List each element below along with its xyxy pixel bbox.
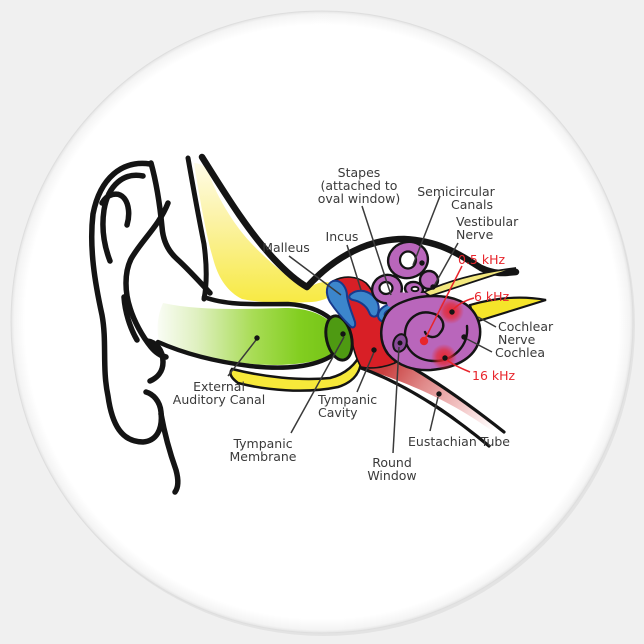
pinna-antitragus-fold	[121, 294, 140, 343]
pinna-helix-inner	[100, 172, 146, 264]
pinna-outline	[89, 160, 213, 495]
tympanic-membrane-shape	[324, 314, 354, 362]
dot-6khz	[449, 309, 455, 315]
dot-round-window	[397, 340, 403, 346]
leader-round-window	[392, 346, 400, 454]
label-eustachian-tube: Eustachian Tube	[408, 434, 510, 449]
leader-lines	[227, 195, 497, 454]
label-malleus: Malleus	[262, 240, 310, 255]
leader-incus	[346, 244, 362, 291]
label-stapes-line2: (attached to	[321, 178, 398, 193]
dot-external-auditory-canal	[254, 335, 260, 341]
skull-bone-shape	[194, 163, 338, 303]
pinna-attachment-edge	[148, 160, 213, 296]
canal-lateral-loop-hole	[410, 285, 420, 293]
pinna-crus-fold	[99, 191, 132, 228]
label-6khz: 6 kHz	[474, 289, 510, 304]
vestibular-nerve-shape	[422, 267, 517, 297]
dot-cochlea	[461, 334, 467, 340]
pinna-lobe-jaw-line	[158, 411, 181, 495]
external-auditory-canal-shape	[157, 303, 335, 365]
pinna-tragus	[144, 338, 166, 384]
leader-vestibular-nerve	[433, 242, 459, 287]
cochlear-nerve-shape	[468, 296, 547, 324]
bone-strip-below-canal	[229, 348, 363, 392]
label-semicircular-canals-line2: Canals	[451, 197, 493, 212]
frequency-spot-0-5khz	[419, 336, 429, 346]
canal-upper-wall	[201, 294, 334, 322]
label-tympanic-membrane-line2: Membrane	[230, 449, 297, 464]
label-cochlear-nerve-line1: Cochlear	[498, 319, 554, 334]
cochlea-shape	[380, 294, 482, 372]
leader-malleus	[288, 255, 342, 296]
leader-eustachian-tube	[429, 396, 439, 432]
label-cochlea: Cochlea	[495, 345, 545, 360]
leader-external-auditory-canal	[227, 339, 257, 377]
label-16khz: 16 kHz	[472, 368, 516, 383]
skull-outline-curve	[198, 153, 520, 291]
label-incus: Incus	[326, 229, 359, 244]
leader-0-5khz	[424, 265, 463, 340]
malleus-shape	[325, 279, 357, 329]
pinna-antihelix-fold	[123, 200, 171, 360]
label-round-window-line1: Round	[372, 455, 412, 470]
leader-target-dots	[254, 260, 467, 397]
label-tympanic-membrane-line1: Tympanic	[232, 436, 292, 451]
label-external-auditory-canal-line1: External	[193, 379, 245, 394]
dot-tympanic-membrane	[340, 331, 346, 337]
dot-semicircular-canal	[419, 260, 425, 266]
leader-cochlea	[466, 338, 493, 353]
label-round-window-line2: Window	[367, 468, 416, 483]
leader-semicircular-canals	[412, 195, 441, 266]
eustachian-tube-lower-wall	[359, 366, 491, 448]
label-stapes-line1: Stapes	[338, 165, 381, 180]
leader-stapes	[361, 205, 392, 296]
canal-lower-wall	[155, 339, 336, 370]
dot-vestibular-nerve	[430, 284, 436, 290]
eustachian-tube-inner-wall	[428, 400, 474, 435]
label-semicircular-canals-line1: Semicircular	[417, 184, 495, 199]
leader-tympanic-cavity	[356, 351, 375, 393]
dot-tympanic-cavity	[371, 347, 377, 353]
incus-shape	[348, 289, 380, 318]
skull-bone-left-edge	[185, 155, 209, 302]
label-stapes-line3: oval window)	[318, 191, 400, 206]
leader-16khz	[446, 359, 471, 373]
label-tympanic-cavity-line2: Cavity	[318, 405, 358, 420]
dot-eustachian-tube	[436, 391, 442, 397]
leader-tympanic-membrane	[290, 336, 345, 434]
label-vestibular-nerve-line2: Nerve	[456, 227, 494, 242]
dot-16khz	[442, 355, 448, 361]
labels: Stapes (attached to oval window) Semicir…	[173, 165, 554, 483]
label-cochlear-nerve-line2: Nerve	[498, 332, 536, 347]
label-tympanic-cavity-line1: Tympanic	[317, 392, 377, 407]
canal-top-loop-hole	[398, 250, 418, 270]
label-vestibular-nerve-line1: Vestibular	[456, 214, 519, 229]
leader-cochlear-nerve	[477, 316, 497, 328]
label-external-auditory-canal-line2: Auditory Canal	[173, 392, 265, 407]
label-0-5khz: 0.5 kHz	[458, 252, 505, 267]
